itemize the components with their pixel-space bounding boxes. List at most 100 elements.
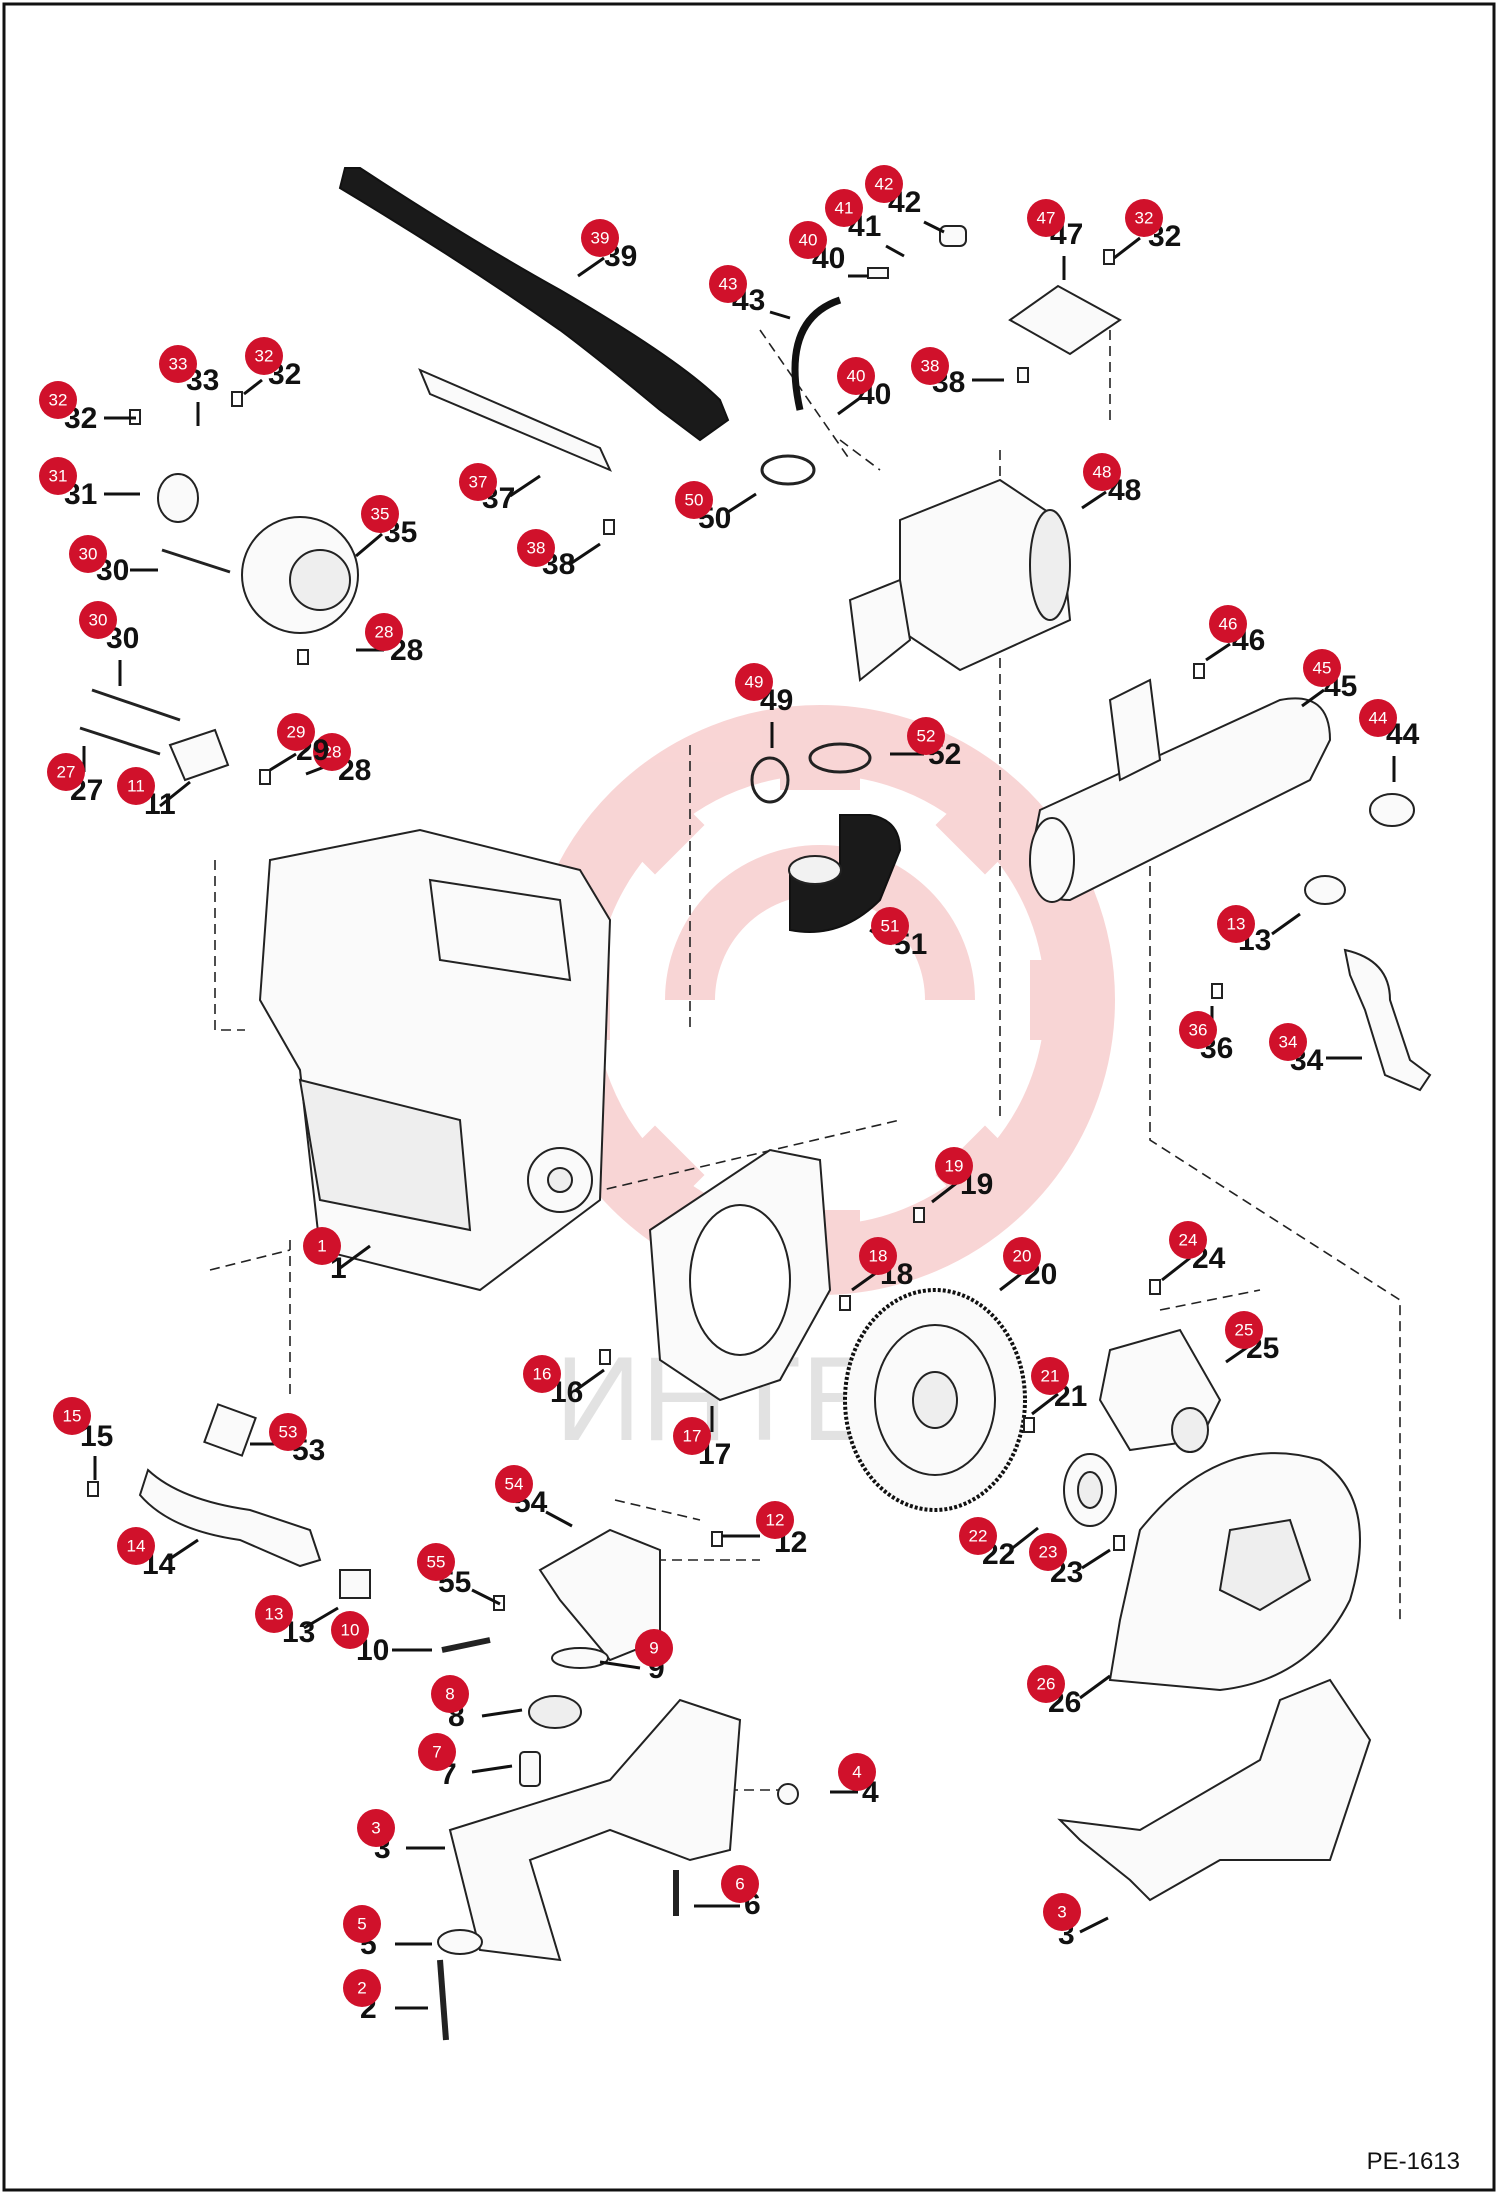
washer-9 (551, 1647, 609, 1669)
callout-bubble-label: 11 (127, 777, 145, 796)
callout-bubble (245, 337, 283, 375)
alternator (157, 473, 359, 634)
callout-bubble-label: 13 (1227, 915, 1246, 934)
callout-bubble-label: 32 (255, 347, 274, 366)
leader-line (167, 1538, 199, 1562)
alternator-bracket (168, 728, 230, 782)
callout-bubble (675, 481, 713, 519)
bolt-27 (79, 726, 161, 756)
callout-bubble-label: 24 (1179, 1231, 1198, 1250)
callout-bubble (825, 189, 863, 227)
callout-c4: 44 (830, 1753, 879, 1809)
leader-line (1079, 1916, 1109, 1934)
elbow-hose (789, 814, 902, 933)
callout-bubble (1043, 1893, 1081, 1931)
callout-bubble-label: 9 (649, 1639, 658, 1658)
bracket-plate (418, 368, 612, 472)
callout-bubble (277, 713, 315, 751)
callout-bubble-label: 17 (683, 1427, 702, 1446)
callout-bubble (69, 535, 107, 573)
callout-bubble (303, 1227, 341, 1265)
callout-bubble (523, 1355, 561, 1393)
document-code: PE-1613 (1366, 2148, 1460, 2175)
callout-bubble (581, 219, 619, 257)
callout-bubble-label: 5 (357, 1915, 366, 1934)
leader-line (575, 1368, 605, 1392)
leader-line (355, 532, 383, 558)
pipe-clamp-13 (339, 1569, 371, 1599)
leader-line (1113, 236, 1141, 260)
callout-bubble (1303, 649, 1341, 687)
callout-bubble (343, 1905, 381, 1943)
leader-line (599, 1660, 641, 1670)
callout-bubble-label: 3 (1057, 1903, 1066, 1922)
callout-bubble (673, 1417, 711, 1455)
callout-bubble (859, 1237, 897, 1275)
plate-opening (689, 1204, 791, 1356)
leader-line (243, 378, 263, 396)
leader-line (339, 1244, 371, 1270)
callout-bubble (837, 357, 875, 395)
callout-bubble-label: 8 (445, 1685, 454, 1704)
callout-bubble-label: 31 (49, 467, 68, 486)
bolt-2 (437, 1959, 449, 2041)
callout-bubble-label: 30 (79, 545, 98, 564)
callout-c5: 55 (343, 1905, 432, 1961)
callout-bubble (1269, 1023, 1307, 1061)
leader-line (303, 1606, 339, 1630)
callout-bubble (1209, 605, 1247, 643)
callout-bubble (159, 345, 197, 383)
callout-bubble (1031, 1357, 1069, 1395)
callout-c7: 77 (418, 1733, 513, 1791)
callout-bubble-label: 4 (852, 1763, 861, 1782)
bolt-30 (91, 688, 181, 722)
callout-bubble (838, 1753, 876, 1791)
leader-line (569, 542, 601, 566)
callout-bubble (911, 347, 949, 385)
callout-bubble-label: 3 (371, 1819, 380, 1838)
oil-seal-inner (1077, 1471, 1103, 1509)
engine-support-bracket-left (448, 1698, 742, 1962)
callout-bubble-label: 22 (969, 1527, 988, 1546)
callout-bubble (865, 165, 903, 203)
hose-clamp-52 (808, 742, 872, 774)
leader-line (885, 244, 905, 258)
callout-bubble-label: 47 (1037, 209, 1056, 228)
flywheel-housing (1108, 1452, 1361, 1692)
callout-c2: 22 (343, 1969, 428, 2025)
callout-bubble (517, 529, 555, 567)
leader-line (727, 492, 757, 514)
callout-bubble (1029, 1533, 1067, 1571)
callout-bubble-label: 36 (1189, 1021, 1208, 1040)
callout-bubble (721, 1865, 759, 1903)
callout-bubble-label: 45 (1313, 659, 1332, 678)
callout-bubble-label: 26 (1037, 1675, 1056, 1694)
collar (519, 1751, 541, 1787)
engine-support-bracket-right (1057, 1678, 1372, 1902)
callout-bubble-label: 37 (469, 473, 488, 492)
callout-bubble (313, 733, 351, 771)
callout-c8: 88 (431, 1675, 523, 1733)
bolt-10 (441, 1637, 491, 1653)
callout-bubble (417, 1543, 455, 1581)
